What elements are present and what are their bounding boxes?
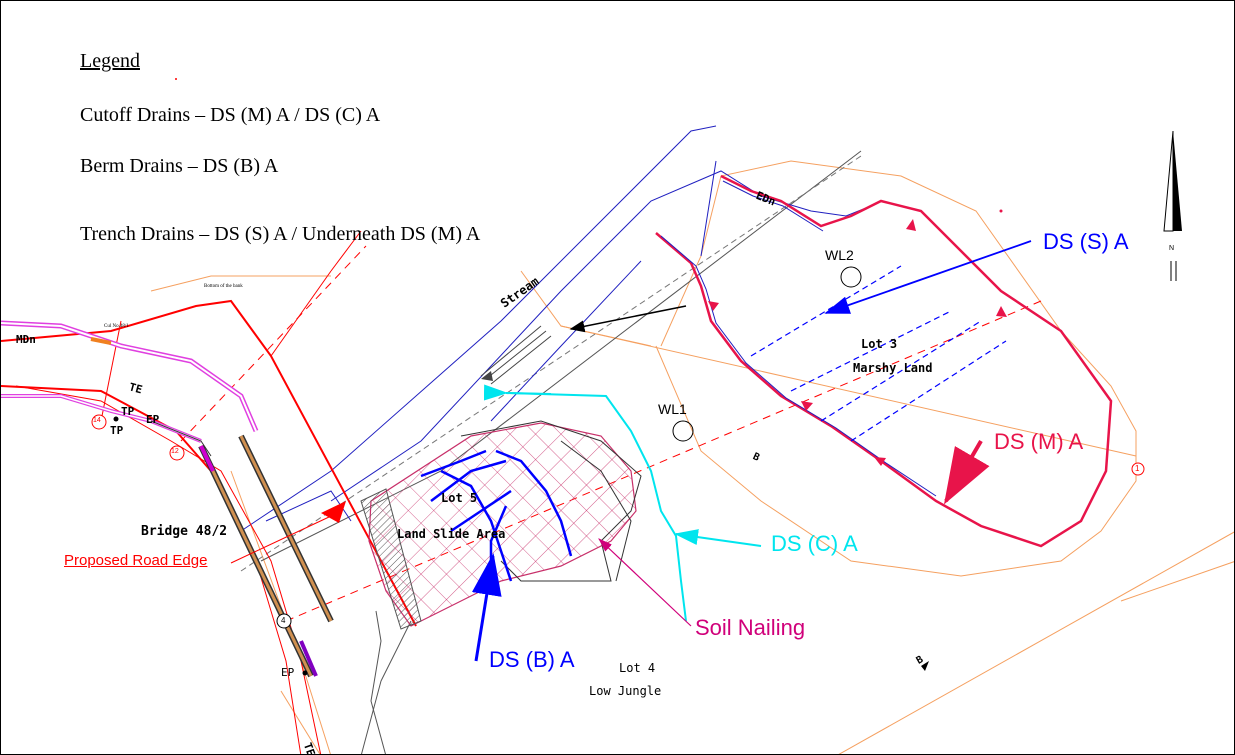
label-marshy-land: Marshy Land xyxy=(853,361,933,375)
label-lot4: Lot 4 xyxy=(619,661,656,675)
label-ds-s: DS (S) A xyxy=(1043,229,1129,254)
marker-14-circle xyxy=(91,414,107,430)
label-ep-upper: EP xyxy=(146,413,160,426)
ds-m-arrow xyxy=(943,439,990,505)
road-edge-marker xyxy=(321,501,346,523)
ds-m-flow-ticks xyxy=(708,219,1007,466)
north-arrow xyxy=(1163,130,1182,281)
label-tp-lower: TP xyxy=(110,424,124,437)
ds-m-drain xyxy=(655,174,1113,548)
berm-drains xyxy=(420,449,573,582)
road-edge-leader xyxy=(230,516,330,564)
label-wl1: WL1 xyxy=(658,401,687,417)
marker-1: 1 xyxy=(1135,464,1140,473)
red-alignment xyxy=(1,299,417,627)
marker-14: 14 xyxy=(93,417,101,424)
label-ep-lower: EP xyxy=(281,666,295,679)
marker-4: 4 xyxy=(281,616,286,625)
label-low-jungle: Low Jungle xyxy=(589,684,662,698)
label-bridge: Bridge 48/2 xyxy=(141,524,228,539)
label-ds-c: DS (C) A xyxy=(771,531,858,556)
stream-lines xyxy=(240,125,872,532)
wl2-circle xyxy=(840,266,862,288)
trench-drains xyxy=(750,265,1007,442)
soil-nailing-arrow xyxy=(598,538,692,627)
label-landslide-area: Land Slide Area xyxy=(397,527,506,541)
ds-s-arrow xyxy=(824,240,1032,314)
marker-1-circle xyxy=(1131,462,1145,476)
marker-4-circle xyxy=(276,613,292,629)
landslide-area xyxy=(368,422,637,627)
marker-12-circle xyxy=(169,445,185,461)
label-culvert: Cul No.48/1 xyxy=(104,324,129,329)
lot-boundary-lines xyxy=(150,160,1234,754)
legend-title: Legend xyxy=(80,50,140,72)
retaining-wall xyxy=(360,488,422,630)
legend-trench-drains: Trench Drains – DS (S) A / Underneath DS… xyxy=(80,223,481,245)
bridge-girders xyxy=(198,434,334,678)
label-proposed-road-edge: Proposed Road Edge xyxy=(64,552,208,569)
legend-cutoff-drains: Cutoff Drains – DS (M) A / DS (C) A xyxy=(80,104,381,126)
label-bottom-bank: Bottom of the bank xyxy=(204,284,243,289)
label-soil-nailing: Soil Nailing xyxy=(695,615,806,640)
ds-c-arrow xyxy=(674,529,762,547)
section-line-upper xyxy=(180,245,367,442)
legend-berm-drains: Berm Drains – DS (B) A xyxy=(80,155,279,177)
label-mdn: MDn xyxy=(16,333,36,346)
label-tp-upper: TP xyxy=(121,405,135,418)
label-lot3: Lot 3 xyxy=(861,337,898,351)
label-ds-m: DS (M) A xyxy=(994,429,1084,454)
flow-arrow xyxy=(569,305,687,333)
label-lot5: Lot 5 xyxy=(441,491,478,505)
wl1-circle xyxy=(672,420,694,442)
label-wl2: WL2 xyxy=(825,247,854,263)
section-line-lower xyxy=(285,300,1042,622)
label-ds-b: DS (B) A xyxy=(489,647,575,672)
culvert-mark xyxy=(90,337,112,345)
ds-b-arrow xyxy=(471,553,502,662)
ds-c-drain xyxy=(505,392,687,622)
north-label: N xyxy=(1169,245,1175,252)
marker-12: 12 xyxy=(171,448,179,455)
